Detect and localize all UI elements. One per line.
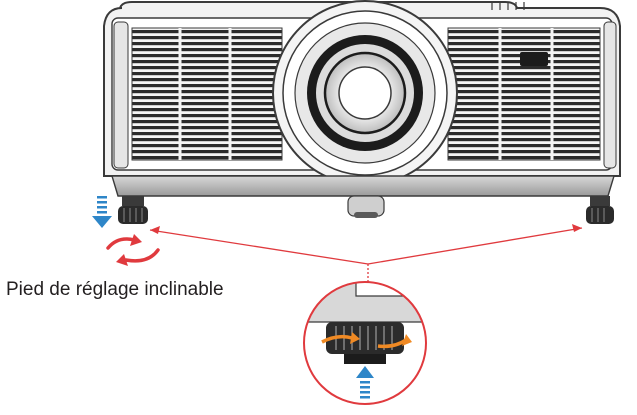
projector-base: [111, 175, 615, 218]
right-grille: [447, 27, 601, 161]
left-grille: [131, 27, 283, 161]
right-tilt-foot[interactable]: [586, 196, 614, 224]
arrow-down-icon: [92, 196, 112, 228]
arrow-up-icon: [356, 366, 374, 399]
callout-lines: [149, 224, 583, 282]
left-tilt-foot[interactable]: [118, 196, 148, 224]
top-vents: [491, 2, 525, 10]
rotate-arrows-icon: [106, 234, 160, 266]
projection-lens: [272, 0, 458, 186]
foot-zoom-detail: [303, 281, 427, 405]
projector-body: [103, 0, 621, 177]
tilt-foot-caption: Pied de réglage inclinable: [6, 279, 224, 300]
ir-sensor: [520, 52, 548, 66]
